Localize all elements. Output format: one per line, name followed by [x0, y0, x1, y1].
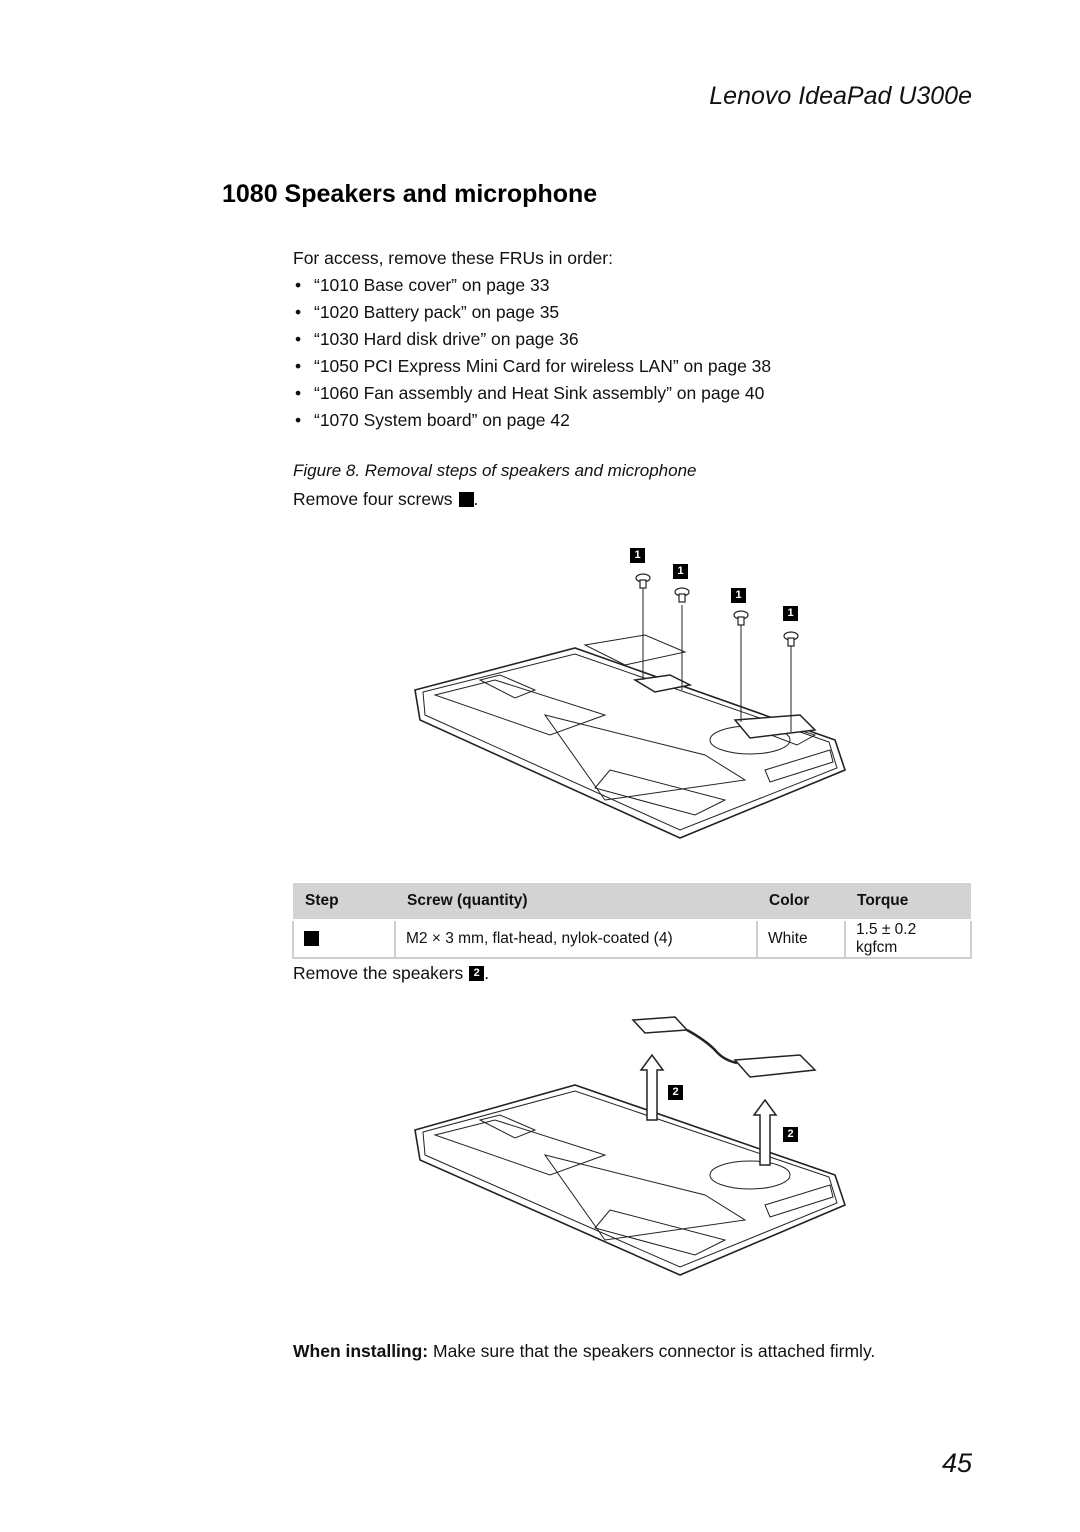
- header-screw-quantity: Screw (quantity): [395, 883, 757, 921]
- screw-cell: M2 × 3 mm, flat-head, nylok-coated (4): [394, 920, 758, 959]
- table-header-row: Step Screw (quantity) Color Torque: [293, 883, 971, 921]
- torque-cell: 1.5 ± 0.2 kgfcm: [844, 920, 972, 959]
- page-number: 45: [941, 1448, 972, 1478]
- step1-text: Remove four screws: [293, 489, 453, 509]
- intro-text: For access, remove these FRUs in order:: [293, 248, 613, 268]
- step2-callout-badge: 2: [469, 966, 485, 981]
- screw-callout-badge: 1: [783, 606, 798, 621]
- step1-callout-badge: [458, 492, 474, 507]
- table-row: M2 × 3 mm, flat-head, nylok-coated (4) W…: [292, 920, 972, 959]
- list-item[interactable]: “1030 Hard disk drive” on page 36: [293, 326, 771, 353]
- list-item[interactable]: “1060 Fan assembly and Heat Sink assembl…: [293, 380, 771, 407]
- screw-callout-badge: 1: [673, 564, 688, 579]
- list-item[interactable]: “1020 Battery pack” on page 35: [293, 299, 771, 326]
- step2-text: Remove the speakers: [293, 963, 464, 983]
- step2-instruction: Remove the speakers 2.: [293, 963, 490, 983]
- screw-specification-table: Step Screw (quantity) Color Torque M2 × …: [292, 883, 972, 959]
- step-cell: [292, 920, 396, 959]
- header-torque: Torque: [845, 883, 971, 921]
- color-cell: White: [756, 920, 846, 959]
- install-note-label: When installing:: [293, 1341, 429, 1361]
- list-item[interactable]: “1050 PCI Express Mini Card for wireless…: [293, 353, 771, 380]
- section-title: 1080 Speakers and microphone: [222, 180, 598, 208]
- screw-callout-badge: 1: [630, 548, 645, 563]
- speaker-callout-badge: 2: [668, 1085, 683, 1100]
- screw-callout-badge: 1: [731, 588, 746, 603]
- speaker-removal-illustration: 2 2: [405, 1005, 860, 1280]
- figure-caption: Figure 8. Removal steps of speakers and …: [293, 461, 697, 480]
- document-header-title: Lenovo IdeaPad U300e: [709, 82, 972, 110]
- header-step: Step: [293, 883, 395, 921]
- speaker-callout-badge: 2: [783, 1127, 798, 1142]
- list-item[interactable]: “1010 Base cover” on page 33: [293, 272, 771, 299]
- step-marker-square: [304, 931, 319, 947]
- header-color: Color: [757, 883, 845, 921]
- list-item[interactable]: “1070 System board” on page 42: [293, 407, 771, 434]
- prerequisite-list: “1010 Base cover” on page 33 “1020 Batte…: [293, 272, 771, 434]
- installation-note: When installing: Make sure that the spea…: [293, 1341, 875, 1362]
- screw-removal-illustration: 1 1 1 1: [405, 540, 860, 840]
- step1-instruction: Remove four screws .: [293, 489, 479, 509]
- install-note-text: Make sure that the speakers connector is…: [433, 1341, 876, 1361]
- laptop-base-drawing: [414, 573, 846, 839]
- speaker-lift-drawing: [414, 1016, 846, 1276]
